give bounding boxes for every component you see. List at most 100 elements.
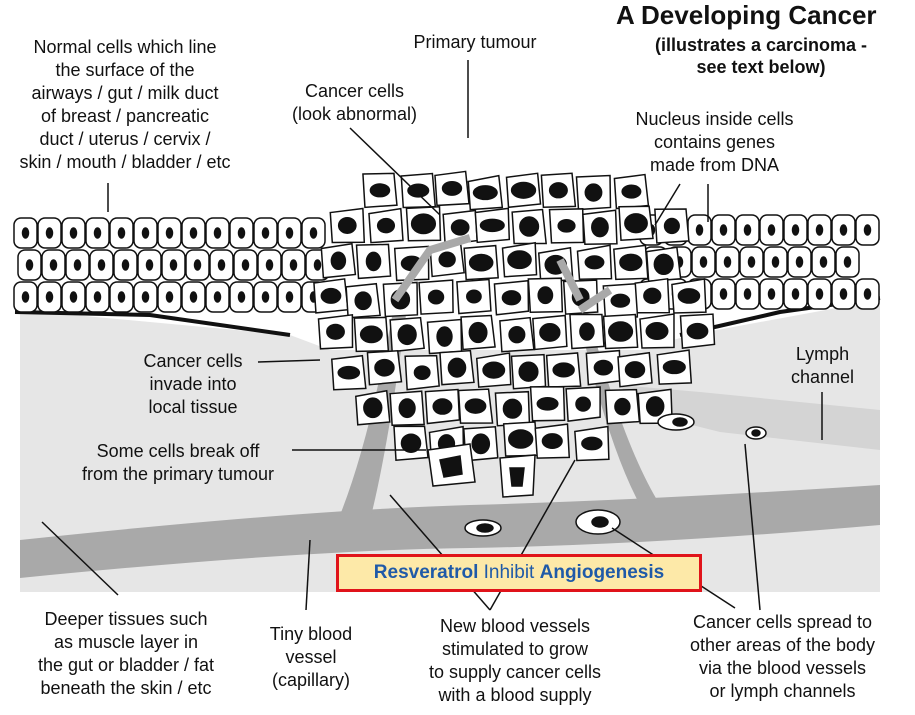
cell-nucleus	[117, 291, 126, 303]
circulating-cell	[464, 519, 502, 537]
cancer-nucleus	[466, 289, 482, 304]
cancer-nucleus	[686, 322, 709, 340]
lymph-cell	[657, 413, 695, 431]
cell-nucleus	[261, 291, 270, 303]
cancer-nucleus	[575, 396, 591, 412]
cell-nucleus	[309, 227, 318, 239]
cell-nucleus	[25, 259, 34, 271]
cell-nucleus	[843, 256, 852, 268]
cell-nucleus	[767, 288, 776, 300]
cell-nucleus	[719, 288, 728, 300]
cell-nucleus	[795, 256, 804, 268]
diagram-title: A Developing Cancer	[616, 0, 877, 30]
lymph-channel	[620, 385, 880, 450]
cell-nucleus	[863, 288, 872, 300]
cell-nucleus	[719, 224, 728, 236]
basement-membrane-left	[14, 310, 291, 337]
cell-nucleus	[189, 227, 198, 239]
cancer-nucleus	[410, 213, 437, 235]
cell-nucleus	[791, 224, 800, 236]
cell-nucleus	[747, 256, 756, 268]
capillary	[20, 485, 880, 578]
label-break-off: Some cells break off from the primary tu…	[81, 441, 275, 484]
circulating-cell	[575, 509, 621, 535]
label-invade: Cancer cells invade into local tissue	[143, 351, 243, 417]
cell-nucleus	[285, 227, 294, 239]
cancer-nucleus	[398, 398, 416, 419]
cell-nucleus	[743, 224, 752, 236]
cancer-nucleus	[645, 396, 665, 417]
label-normal-cells: Normal cells which line the surface of t…	[19, 37, 231, 172]
cell-nucleus	[723, 256, 732, 268]
cancer-nucleus	[337, 365, 361, 380]
cancer-nucleus	[400, 433, 422, 454]
cancer-nucleus	[502, 398, 523, 419]
cancer-nucleus	[320, 287, 342, 304]
cell-nucleus	[743, 288, 752, 300]
label-deeper-tissues: Deeper tissues such as muscle layer in t…	[37, 609, 215, 698]
label-nucleus: Nucleus inside cells contains genes made…	[635, 109, 794, 175]
cancer-nucleus	[624, 361, 646, 379]
cancer-nucleus	[591, 217, 609, 238]
cancer-nucleus	[359, 325, 383, 344]
cell-nucleus	[863, 224, 872, 236]
cell-nucleus	[213, 291, 222, 303]
cancer-nucleus	[438, 251, 456, 268]
cancer-nucleus	[450, 219, 470, 236]
cancer-nucleus	[584, 255, 605, 270]
cell-nucleus	[237, 227, 246, 239]
cancer-nucleus	[519, 216, 540, 237]
cancer-nucleus	[579, 322, 595, 341]
cancer-nucleus	[326, 323, 345, 340]
detached-cell	[427, 443, 476, 487]
callout-part1: Resveratrol	[373, 562, 479, 583]
cell-nucleus	[165, 227, 174, 239]
cancer-nucleus	[482, 361, 506, 379]
cell-nucleus	[141, 227, 150, 239]
cancer-nucleus	[510, 181, 537, 199]
cancer-nucleus	[508, 326, 526, 344]
cell-nucleus	[289, 259, 298, 271]
cancer-nucleus	[619, 253, 643, 272]
cancer-nucleus	[468, 253, 494, 272]
cell-nucleus	[791, 288, 800, 300]
cancer-nucleus	[548, 182, 568, 199]
cancer-nucleus	[468, 321, 488, 344]
cell-nucleus	[21, 291, 30, 303]
cancer-nucleus	[518, 361, 539, 382]
cancer-nucleus	[581, 436, 603, 451]
cancer-nucleus	[413, 365, 431, 380]
cancer-nucleus	[501, 290, 522, 306]
cell-nucleus	[193, 259, 202, 271]
cancer-nucleus	[614, 397, 631, 416]
cell-nucleus	[767, 224, 776, 236]
cancer-nucleus	[643, 287, 662, 304]
cancer-nucleus	[552, 362, 575, 378]
cell-nucleus	[169, 259, 178, 271]
callout-part2: Inhibit	[478, 562, 540, 583]
cell-nucleus	[839, 224, 848, 236]
cell-nucleus	[313, 259, 322, 271]
diagram-subtitle: (illustrates a carcinoma - see text belo…	[654, 35, 868, 77]
cell-nucleus	[819, 256, 828, 268]
cancer-nucleus	[508, 429, 534, 449]
cancer-nucleus	[432, 398, 453, 415]
cancer-nucleus	[541, 433, 563, 450]
callout-part3: Angiogenesis	[539, 562, 665, 583]
cell-nucleus	[213, 227, 222, 239]
cancer-nucleus	[447, 357, 467, 378]
vessel-branch	[391, 234, 472, 303]
cell-nucleus	[93, 291, 102, 303]
detached-cell	[499, 454, 536, 498]
cancer-nucleus	[376, 217, 396, 234]
cell-nucleus	[839, 288, 848, 300]
normal-cells-left	[13, 217, 330, 313]
cell-nucleus	[771, 256, 780, 268]
vessel-branch	[556, 258, 613, 314]
cell-nucleus	[21, 227, 30, 239]
cancer-nucleus	[507, 250, 532, 270]
cancer-nucleus	[354, 291, 372, 311]
cell-nucleus	[73, 259, 82, 271]
angiogenesis-callout: Resveratrol Inhibit Angiogenesis	[336, 554, 702, 592]
cell-nucleus	[97, 259, 106, 271]
